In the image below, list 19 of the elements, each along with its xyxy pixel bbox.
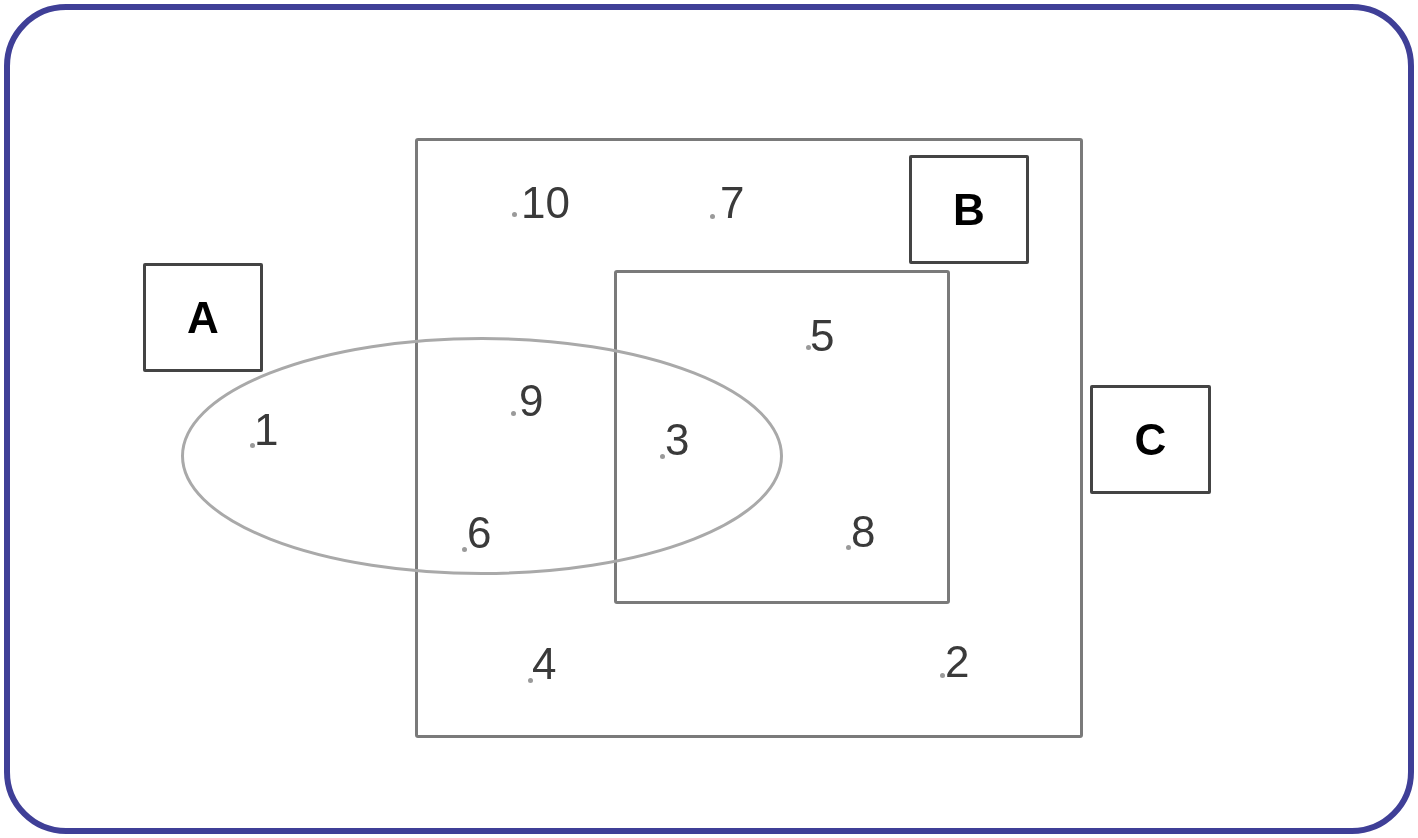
set-letter: C — [1134, 417, 1167, 462]
element-number: 2 — [945, 640, 970, 684]
element-number: 7 — [720, 181, 745, 225]
element-number: 6 — [467, 511, 492, 555]
element-number: 4 — [532, 642, 557, 686]
element-number: 1 — [254, 408, 279, 452]
element-number: 3 — [665, 418, 690, 462]
set-letter: B — [953, 187, 985, 232]
set-ellipse — [181, 337, 783, 575]
element-number: 5 — [810, 314, 835, 358]
label-box — [143, 263, 263, 372]
set-letter: A — [187, 295, 219, 340]
set-rectangle — [415, 138, 1083, 738]
label-box — [909, 155, 1029, 264]
element-number: 8 — [851, 510, 876, 554]
set-rectangle — [614, 270, 950, 604]
label-box — [1090, 385, 1211, 494]
element-number: 10 — [521, 181, 570, 225]
element-number: 9 — [519, 379, 544, 423]
